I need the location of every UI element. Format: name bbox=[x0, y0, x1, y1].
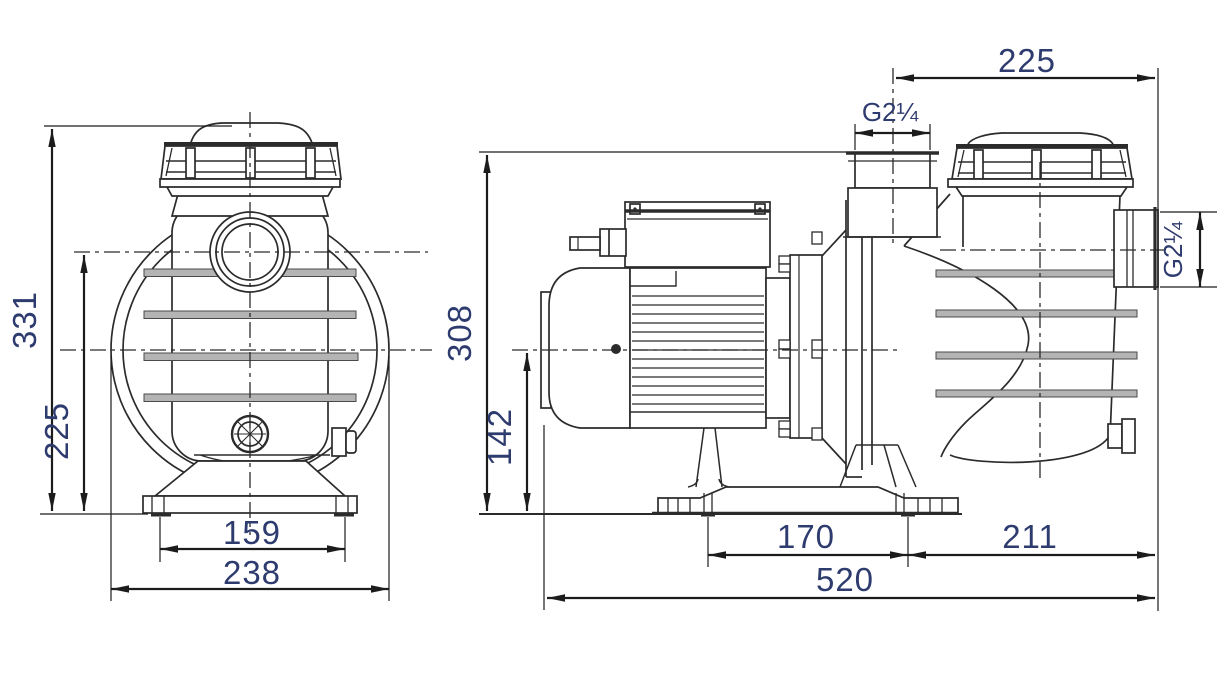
pot-bottom bbox=[949, 437, 1109, 464]
flange-bolts bbox=[778, 231, 823, 441]
dim-front-slot-span-label: 159 bbox=[223, 514, 281, 551]
dim-side-total-height-label: 308 bbox=[441, 304, 478, 362]
side-view bbox=[479, 132, 1159, 517]
volute-casing bbox=[821, 193, 1030, 478]
volute-spiral bbox=[903, 245, 1030, 458]
mounting-flange bbox=[778, 231, 823, 441]
pot-ribs bbox=[935, 269, 1138, 398]
dim-front-total-height-label: 331 bbox=[6, 291, 43, 349]
motor-body bbox=[629, 267, 767, 429]
lid-tab bbox=[185, 147, 196, 179]
box-screw bbox=[754, 203, 766, 215]
dim-front-inlet-height-label: 225 bbox=[38, 402, 75, 460]
dim-side-axis-height-label: 142 bbox=[481, 408, 518, 466]
centerlines bbox=[60, 68, 1170, 535]
dimension-arrows bbox=[48, 74, 1204, 602]
base-plate bbox=[652, 486, 959, 517]
dim-inlet-thread-label: G2¼ bbox=[862, 97, 919, 127]
motor-pedestal bbox=[687, 427, 730, 488]
end-cap-bolt bbox=[611, 344, 621, 354]
motor-end-cap bbox=[548, 267, 631, 429]
dim-outlet-thread-label: G2¼ bbox=[1158, 222, 1188, 279]
strainer-lid-tab bbox=[973, 149, 984, 180]
dim-front-width-label: 238 bbox=[223, 554, 281, 591]
inlet-port-top bbox=[843, 151, 941, 238]
dim-side-rear-label: 211 bbox=[1002, 518, 1058, 555]
pump-foot bbox=[839, 444, 917, 488]
motor-fins bbox=[632, 295, 764, 405]
strainer-lid-collar bbox=[947, 178, 1134, 197]
side-drain-boss bbox=[331, 427, 357, 457]
lid-tab bbox=[305, 147, 316, 179]
outlet-port bbox=[1113, 207, 1159, 290]
extension-lines bbox=[40, 68, 1217, 611]
dim-side-top-width-label: 225 bbox=[998, 42, 1056, 79]
dim-side-slot-span-label: 170 bbox=[777, 518, 835, 555]
dim-side-overall-label: 520 bbox=[816, 561, 874, 598]
strainer-lid-tab bbox=[1091, 149, 1102, 180]
dimension-labels: 331 225 159 238 225 G2¼ G2¼ 308 142 170 … bbox=[6, 42, 1188, 598]
terminal-box bbox=[624, 201, 771, 268]
strainer-pot bbox=[949, 195, 1121, 464]
strainer-lid bbox=[947, 132, 1134, 197]
box-screw bbox=[629, 203, 641, 215]
lock-ring bbox=[160, 145, 342, 180]
dimension-lines bbox=[40, 68, 1217, 611]
strainer-lid-dome bbox=[967, 132, 1114, 145]
drain-boss bbox=[1107, 418, 1136, 454]
cable-gland bbox=[569, 228, 627, 257]
